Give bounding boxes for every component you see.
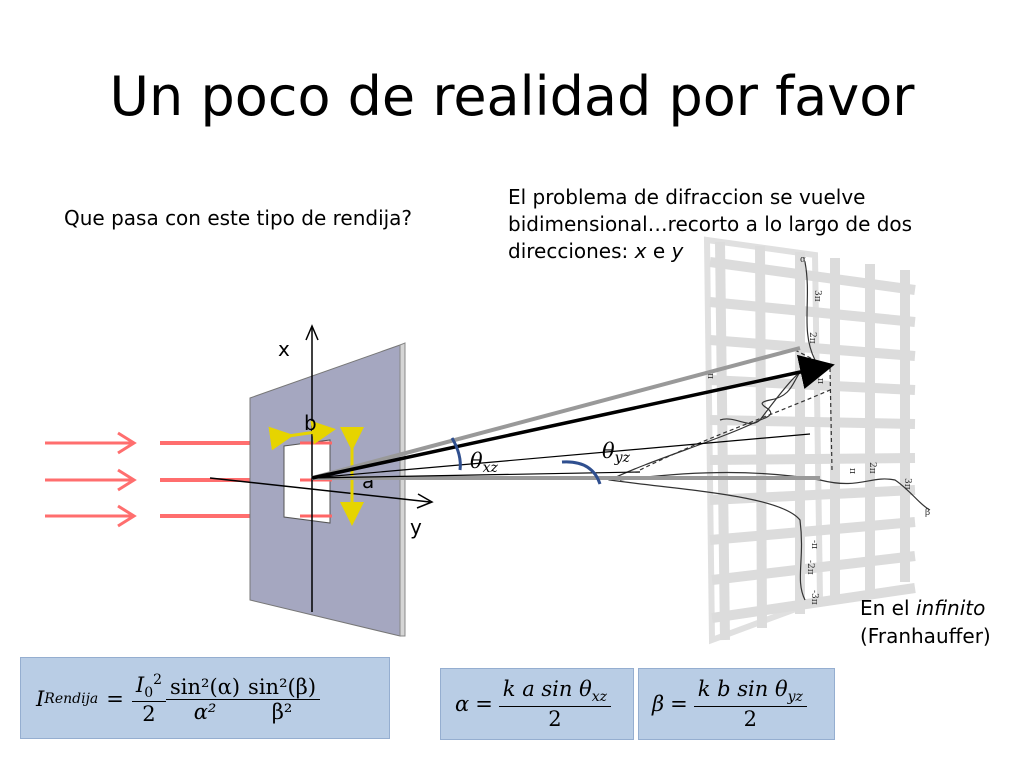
theta-yz-label: θyz [602,439,631,466]
alpha-num: k a sin θ [502,677,592,702]
description-part1: El problema de difraccion se vuelve bidi… [508,185,913,263]
description-y: y [671,239,684,263]
intensity-sub: Rendija [44,691,99,707]
slit-plate [249,342,406,637]
alpha-num-sub: xz [591,689,608,706]
tick-3pi-h: 3π [902,478,912,490]
question-text: Que pasa con este tipo de rendija? [64,206,413,230]
infinity-word: infinito [915,596,986,620]
tick-2pi-v: 2π [807,332,817,344]
theta-xz-label: θxz [470,449,499,476]
beta-eq: = [670,692,688,716]
slide-title: Un poco de realidad por favor [109,65,915,128]
beta-den: 2 [693,705,807,731]
beta-num: k b sin θ [697,677,788,702]
tick-negpi-h: -π [705,370,715,379]
label-a: a [362,469,374,493]
slit-dimension-arrows [268,420,364,526]
theta-xz-sub: xz [483,460,499,476]
intensity-formula-box [20,657,390,739]
tick-beta: β [925,508,930,518]
theta-xz-symbol: θ [470,449,483,473]
theta-yz-symbol: θ [602,439,615,463]
intensity-eq: = [106,687,124,711]
rays [311,346,835,480]
description-x: x [634,239,647,263]
theta-yz-sub: yz [614,450,631,466]
tick-alpha: α [800,255,806,265]
I0-sup: 2 [153,671,163,688]
franhauffer-label: (Franhauffer) [860,624,991,648]
fraction-sinbeta: sin²(β)β² [244,674,321,724]
I0-symbol: I [135,672,145,697]
description-text: El problema de difraccion se vuelve bidi… [508,184,948,265]
axis-y-label: y [410,515,422,539]
axis-x-label: x [278,337,290,361]
I0-den: 2 [131,701,167,726]
tick-3pi-v: 3π [812,290,822,302]
tick-negpi-v: -π [809,540,819,549]
tick-neg3pi-v: -3π [809,590,819,605]
sinalpha-num: sin²(α) [170,674,241,699]
alpha-den: 2 [498,705,612,731]
label-b: b [304,411,317,435]
infinity-prefix: En el [860,596,916,620]
tick-neg2pi-v: -2π [805,560,815,575]
sinbeta-num: sin²(β) [248,674,317,699]
alpha-formula-box [440,668,634,740]
infinity-note: En el infinito (Franhauffer) [860,594,991,650]
tick-2pi-h: 2π [867,462,877,474]
intensity-I: I [36,687,45,711]
sinbeta-den: β² [244,698,321,724]
beta-formula-box [638,668,835,740]
sinalpha-den: α² [166,698,245,724]
alpha-lhs: α [455,692,470,716]
tick-pi-v: π [815,378,825,384]
I0-sub: 0 [144,685,154,702]
beta-lhs: β [652,692,665,716]
alpha-eq: = [475,692,493,716]
fraction-I0: I02 2 [131,671,167,726]
tick-pi-h: π [847,468,857,474]
fraction-sinalpha: sin²(α)α² [166,674,245,724]
description-and: e [646,239,672,263]
beta-num-sub: yz [787,689,803,706]
angle-arcs [450,437,602,485]
axes [209,324,434,612]
